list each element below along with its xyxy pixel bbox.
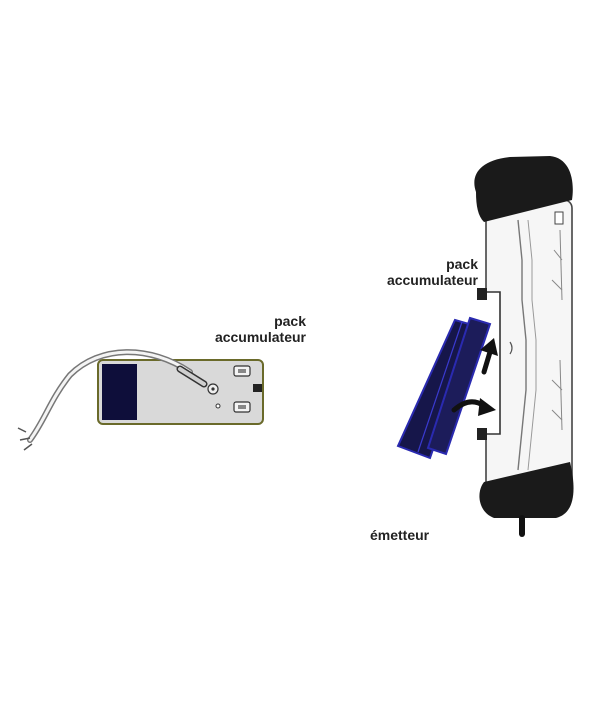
insert-arrows (451, 338, 498, 416)
right-pack-label: pack accumulateur (360, 256, 478, 288)
charger-cable (17, 349, 208, 451)
top-cap (474, 156, 573, 222)
indicator-hole (215, 403, 221, 409)
right-battery-pack (396, 316, 492, 460)
pack-body (97, 359, 264, 425)
left-pack-label-line2: accumulateur (214, 329, 306, 345)
left-pack-label-line1: pack (274, 313, 306, 329)
bottom-cap (479, 462, 574, 518)
transmitter (474, 156, 574, 537)
left-pack-label: pack accumulateur (188, 313, 306, 345)
arrow-up-icon (480, 338, 498, 356)
arrow-right-icon (478, 398, 496, 416)
emitter-label: émetteur (370, 527, 430, 543)
pack-dark-cell (102, 364, 137, 420)
right-pack-label-line1: pack (446, 256, 478, 272)
left-battery-pack (97, 359, 264, 425)
right-pack-label-line2: accumulateur (386, 272, 478, 288)
pack-latch (253, 384, 262, 392)
